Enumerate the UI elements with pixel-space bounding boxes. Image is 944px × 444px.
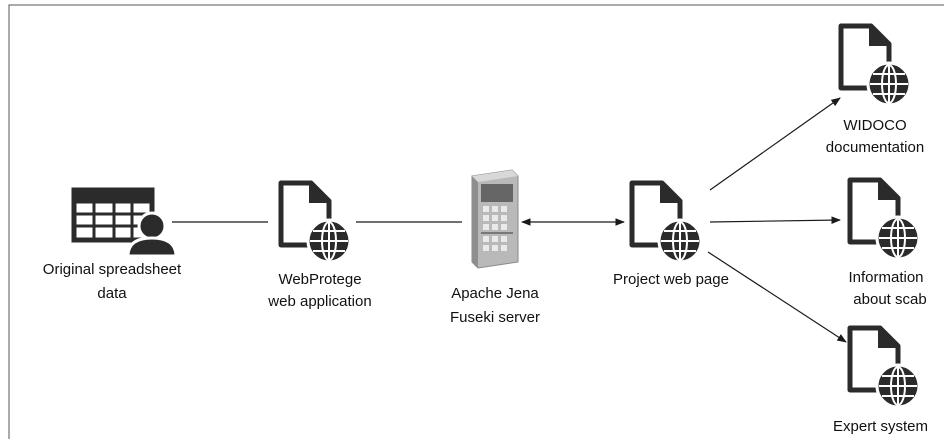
project-label: Project web page [613, 271, 729, 288]
server-rack-icon [471, 169, 519, 269]
spreadsheet-user-icon [71, 187, 178, 258]
fuseki-label-line1: Apache Jena [451, 285, 539, 302]
web-document-icon [632, 183, 701, 262]
web-document-icon [850, 328, 919, 407]
webprotege-label-line1: WebProtege [278, 271, 361, 288]
web-document-icon [841, 26, 910, 105]
diagram-frame [8, 4, 944, 444]
edges-group [172, 97, 847, 343]
information-label-line1: Information [848, 269, 923, 286]
expert-label: Expert system [833, 418, 928, 435]
widoco-label-line1: WIDOCO [843, 117, 906, 134]
spreadsheet-label-line1: Original spreadsheet [43, 261, 182, 278]
widoco-label-line2: documentation [826, 139, 924, 156]
edge-project-information [709, 216, 841, 224]
fuseki-label-line2: Fuseki server [450, 309, 540, 326]
spreadsheet-label-line2: data [97, 285, 127, 302]
web-document-icon [850, 180, 919, 259]
edge-project-widoco [709, 97, 841, 191]
web-document-icon [281, 183, 350, 262]
information-label-line2: about scab [853, 291, 926, 308]
webprotege-label-line2: web application [267, 293, 371, 310]
edge-project-expert [707, 251, 847, 343]
